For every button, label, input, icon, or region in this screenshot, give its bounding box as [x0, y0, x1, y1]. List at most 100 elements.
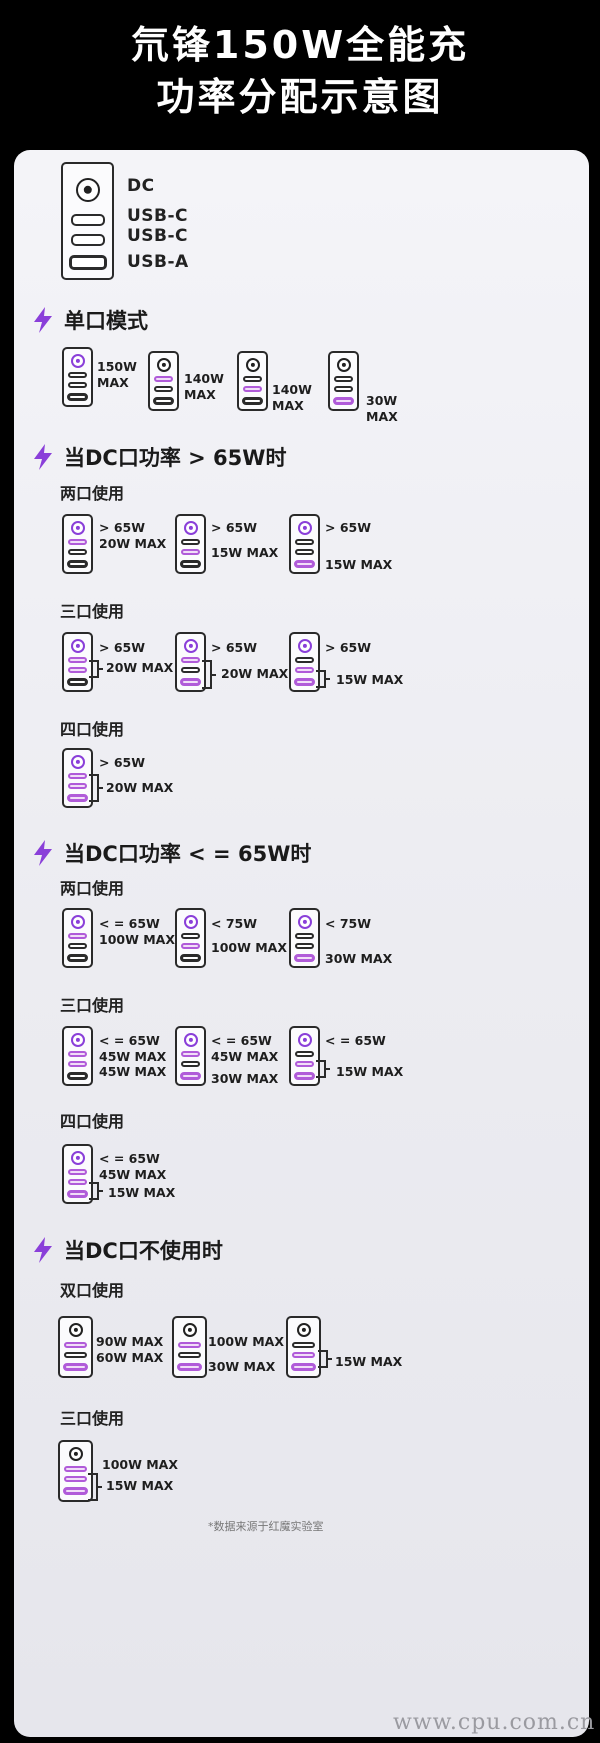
usb-c-port-icon: [68, 1061, 87, 1067]
usb-a-port-icon: [291, 1363, 316, 1371]
usb-c-port-icon: [295, 539, 314, 545]
usb-a-port-icon: [69, 255, 107, 270]
usb-c-port-icon: [68, 943, 87, 949]
power-note: 20W MAX: [221, 666, 289, 681]
charger-diagram: [62, 1026, 93, 1086]
usb-c-port-icon: [68, 549, 87, 555]
charger-diagram: [175, 514, 206, 574]
legend-label-usb-c-1: USB-C: [127, 206, 189, 226]
port-bracket: [88, 1473, 98, 1501]
usb-c-port-icon: [295, 657, 314, 663]
usb-c-port-icon: [64, 1352, 87, 1358]
sub-dual-port: 双口使用: [60, 1281, 125, 1300]
port-bracket: [89, 1182, 99, 1200]
usb-c-port-icon: [68, 657, 87, 663]
dc-port-icon: [156, 358, 171, 372]
usb-c-port-icon: [64, 1342, 87, 1348]
lightning-bolt-icon: [34, 307, 52, 333]
dc-port-icon: [183, 1033, 198, 1047]
dc-port-icon: [70, 354, 85, 368]
charger-diagram: [62, 1144, 93, 1204]
usb-c-port-icon: [243, 376, 262, 382]
usb-c-port-icon: [295, 1051, 314, 1057]
usb-a-port-icon: [333, 397, 354, 405]
usb-c-port-icon: [68, 539, 87, 545]
sub-two-port: 两口使用: [60, 879, 125, 898]
power-note: 15W MAX: [336, 1064, 404, 1079]
dc-port-icon: [183, 639, 198, 653]
power-note: > 65W: [99, 640, 146, 655]
dc-port-icon: [70, 915, 85, 929]
usb-a-port-icon: [294, 560, 315, 568]
power-note: 100W MAX: [208, 1334, 284, 1349]
power-note: 100W MAX: [211, 940, 287, 955]
dc-port-icon: [68, 1447, 83, 1461]
power-note: 15W MAX: [106, 1478, 174, 1493]
usb-c-port-icon: [292, 1342, 315, 1348]
sub-four-port: 四口使用: [60, 1112, 125, 1131]
usb-a-port-icon: [67, 1072, 88, 1080]
dc-port-icon: [183, 915, 198, 929]
dc-port-icon: [297, 521, 312, 535]
title-line-1: 氘锋150W全能充: [130, 23, 470, 67]
dc-port-icon: [70, 1033, 85, 1047]
power-note: 20W MAX: [106, 660, 174, 675]
dc-port-icon: [297, 639, 312, 653]
usb-a-port-icon: [67, 794, 88, 802]
sub-three-port: 三口使用: [60, 996, 125, 1015]
sub-two-port: 两口使用: [60, 484, 125, 503]
charger-diagram: [58, 1316, 93, 1378]
power-note: 20W MAX: [106, 780, 174, 795]
dc-port-icon: [245, 358, 260, 372]
usb-c-port-icon: [154, 376, 173, 382]
section-dc-under-65w: 当DC口功率 < = 65W时: [32, 838, 311, 868]
usb-c-port-icon: [181, 657, 200, 663]
usb-a-port-icon: [67, 954, 88, 962]
power-note: 15W MAX: [325, 557, 393, 572]
usb-c-port-icon: [181, 943, 200, 949]
legend-label-dc: DC: [127, 176, 155, 196]
section-dc-unused: 当DC口不使用时: [32, 1235, 223, 1265]
usb-c-port-icon: [64, 1476, 87, 1482]
port-bracket: [318, 1350, 328, 1368]
lightning-bolt-icon: [34, 1237, 52, 1263]
dc-port-icon: [296, 1323, 311, 1337]
usb-c-port-icon: [295, 943, 314, 949]
legend-label-usb-a: USB-A: [127, 252, 189, 272]
usb-c-port-icon: [68, 667, 87, 673]
dc-port-icon: [70, 521, 85, 535]
diagram-card: DC USB-C USB-C USB-A 单口模式 当DC口功率 > 65W时 …: [14, 150, 589, 1737]
usb-c-port-icon: [334, 386, 353, 392]
usb-c-port-icon: [181, 1051, 200, 1057]
usb-c-port-icon: [181, 933, 200, 939]
usb-c-port-icon: [181, 1061, 200, 1067]
usb-c-port-icon: [68, 382, 87, 388]
charger-diagram: [148, 351, 179, 411]
power-note: 15W MAX: [335, 1354, 403, 1369]
dc-port-icon: [70, 755, 85, 769]
dc-port-icon: [70, 1151, 85, 1165]
charger-diagram: [62, 514, 93, 574]
charger-diagram: [172, 1316, 207, 1378]
charger-diagram: [328, 351, 359, 411]
usb-c-port-icon: [295, 933, 314, 939]
usb-a-port-icon: [242, 397, 263, 405]
charger-diagram: [62, 632, 93, 692]
usb-c-port-icon: [178, 1342, 201, 1348]
usb-c-port-icon: [68, 783, 87, 789]
section-dc-over-65w: 当DC口功率 > 65W时: [32, 442, 286, 472]
charger-diagram: [286, 1316, 321, 1378]
power-note: 30W MAX: [325, 951, 393, 966]
power-note: 100W MAX: [102, 1457, 178, 1472]
section-single: 单口模式: [32, 305, 148, 335]
usb-c-port-icon: [181, 539, 200, 545]
sub-three-port: 三口使用: [60, 1409, 125, 1428]
dc-port-icon: [182, 1323, 197, 1337]
usb-a-port-icon: [294, 1072, 315, 1080]
charger-diagram: [289, 514, 320, 574]
